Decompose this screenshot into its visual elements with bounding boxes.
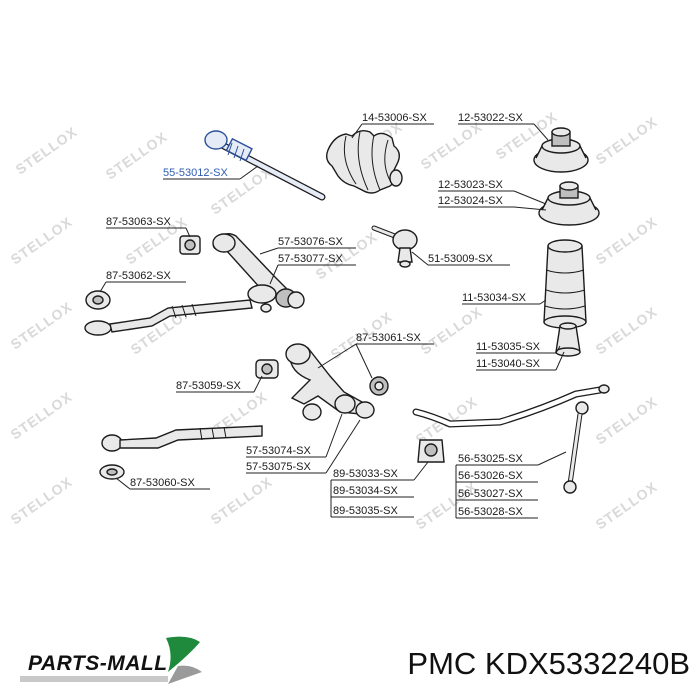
part-number-label[interactable]: 12-53022-SX bbox=[458, 112, 523, 124]
watermark: STELLOX bbox=[103, 128, 171, 182]
part-number-label[interactable]: 14-53006-SX bbox=[362, 112, 427, 124]
part-number-label[interactable]: 89-53033-SX bbox=[333, 468, 398, 480]
part-number-label[interactable]: 56-53025-SX bbox=[458, 453, 523, 465]
strut-bearing-part bbox=[538, 181, 600, 226]
dust-boot-part bbox=[543, 239, 587, 329]
watermark: STELLOX bbox=[13, 123, 81, 177]
watermark: STELLOX bbox=[418, 118, 486, 172]
part-number-label[interactable]: 89-53035-SX bbox=[333, 505, 398, 517]
inner-tie-rod-part bbox=[204, 130, 326, 201]
part-number-label[interactable]: 51-53009-SX bbox=[428, 253, 493, 265]
part-number-label[interactable]: 56-53027-SX bbox=[458, 488, 523, 500]
watermark: STELLOX bbox=[8, 388, 76, 442]
lower-arm-part bbox=[285, 343, 389, 421]
part-labels: 14-53006-SX 12-53022-SX 55-53012-SX 12-5… bbox=[106, 112, 541, 518]
parts-mall-logo bbox=[20, 636, 202, 684]
part-number-label[interactable]: 57-53077-SX bbox=[278, 253, 343, 265]
stabilizer-bushing-part bbox=[417, 439, 445, 463]
watermark: STELLOX bbox=[593, 393, 661, 447]
watermark: STELLOX bbox=[593, 478, 661, 532]
rear-link-part bbox=[84, 290, 253, 336]
watermark: STELLOX bbox=[593, 113, 661, 167]
tie-rod-end-part bbox=[371, 225, 418, 268]
stabilizer-link-part bbox=[563, 401, 589, 494]
part-code: PMC KDX5332240B bbox=[407, 646, 690, 681]
part-number-label[interactable]: 12-53024-SX bbox=[438, 195, 503, 207]
part-number-label[interactable]: 12-53023-SX bbox=[438, 179, 503, 191]
part-number-label[interactable]: 11-53040-SX bbox=[476, 358, 541, 370]
brand-name: PARTS-MALL bbox=[28, 652, 168, 675]
watermark: STELLOX bbox=[593, 213, 661, 267]
part-number-label[interactable]: 56-53028-SX bbox=[458, 506, 523, 518]
watermark: STELLOX bbox=[593, 303, 661, 357]
watermark: STELLOX bbox=[8, 298, 76, 352]
part-number-label[interactable]: 57-53075-SX bbox=[246, 461, 311, 473]
steering-boot-part bbox=[325, 129, 403, 194]
watermark: STELLOX bbox=[8, 213, 76, 267]
leader-lines bbox=[99, 123, 567, 519]
part-number-label[interactable]: 87-53062-SX bbox=[106, 270, 171, 282]
strut-mount-part bbox=[533, 127, 589, 173]
part-number-label[interactable]: 87-53063-SX bbox=[106, 216, 171, 228]
part-number-label[interactable]: 89-53034-SX bbox=[333, 485, 398, 497]
bump-stop-part bbox=[555, 322, 581, 357]
part-number-label[interactable]: 56-53026-SX bbox=[458, 470, 523, 482]
part-number-label[interactable]: 87-53061-SX bbox=[356, 332, 421, 344]
stabilizer-bar-part bbox=[412, 384, 610, 428]
part-number-label[interactable]: 87-53060-SX bbox=[130, 477, 195, 489]
part-number-label[interactable]: 57-53074-SX bbox=[246, 445, 311, 457]
part-number-label[interactable]: 11-53034-SX bbox=[462, 292, 527, 304]
watermark: STELLOX bbox=[8, 473, 76, 527]
upper-arm-part bbox=[212, 233, 305, 313]
bushing-part bbox=[179, 235, 201, 255]
part-number-label[interactable]: 87-53059-SX bbox=[176, 380, 241, 392]
part-number-label-highlighted[interactable]: 55-53012-SX bbox=[163, 167, 228, 179]
part-number-label[interactable]: 11-53035-SX bbox=[476, 341, 541, 353]
bushing-part bbox=[255, 359, 279, 379]
watermark: STELLOX bbox=[208, 473, 276, 527]
front-link-part bbox=[99, 425, 263, 480]
part-number-label[interactable]: 57-53076-SX bbox=[278, 236, 343, 248]
